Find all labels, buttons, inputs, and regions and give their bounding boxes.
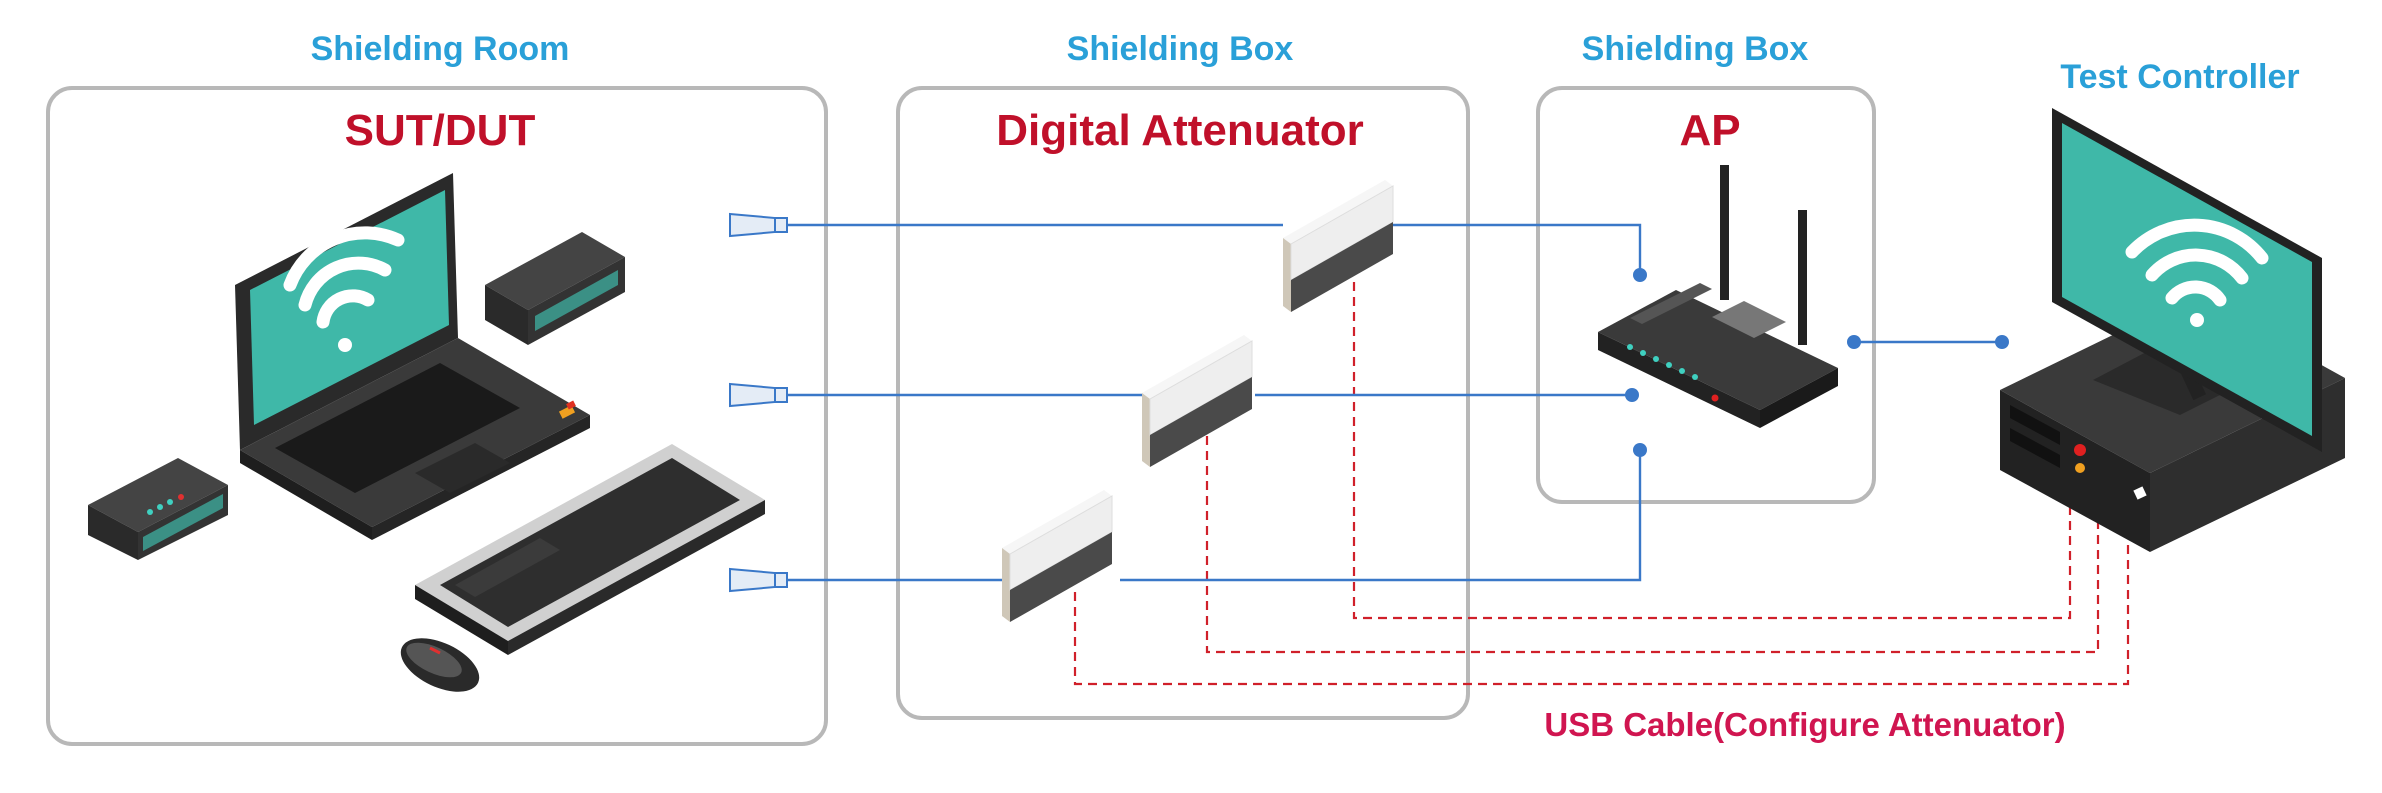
zone-title-shielding-box-1: Shielding Box xyxy=(1066,30,1294,68)
desktop-monitor-icon xyxy=(2000,108,2345,552)
port-dot xyxy=(1633,268,1647,282)
antenna-icon xyxy=(729,382,788,408)
zone-title-shielding-room: Shielding Room xyxy=(310,30,570,68)
shielding-box-attenuator-box xyxy=(896,86,1470,720)
port-dot xyxy=(1625,388,1639,402)
wifi-icon xyxy=(2125,218,2269,327)
usb-cable-3 xyxy=(1073,500,2130,686)
mouse-icon xyxy=(400,638,480,692)
attenuator-icon xyxy=(1002,490,1113,622)
rf-cable-1b xyxy=(1393,223,1642,274)
device-title-digital-attenuator: Digital Attenuator xyxy=(996,106,1364,155)
port-dot xyxy=(1995,335,2009,349)
device-title-sut-dut: SUT/DUT xyxy=(344,106,536,155)
rf-cable-3b xyxy=(1120,450,1642,582)
shielding-room-box xyxy=(46,86,828,746)
port-dot xyxy=(1633,443,1647,457)
usb-cable-1 xyxy=(1352,282,2072,620)
speaker-icon xyxy=(485,232,625,345)
usb-cables xyxy=(1073,282,2130,686)
antenna-icon xyxy=(729,567,788,593)
antenna-icon xyxy=(729,212,788,238)
device-title-ap: AP xyxy=(1679,106,1741,155)
cable-endpoints xyxy=(1625,268,2009,457)
attenuator-icon xyxy=(1283,180,1394,312)
shielding-box-ap-box xyxy=(1536,86,1876,504)
wifi-icon xyxy=(283,226,405,352)
usb-cable-caption: USB Cable(Configure Attenuator) xyxy=(1544,706,2066,743)
antennas xyxy=(729,212,788,593)
router-icon xyxy=(1598,165,1838,428)
port-dot xyxy=(1847,335,1861,349)
keyboard-icon xyxy=(415,444,765,655)
zone-title-shielding-box-2: Shielding Box xyxy=(1581,30,1809,68)
speaker-icon xyxy=(88,458,228,560)
attenuator-icon xyxy=(1142,335,1253,467)
usb-cable-2 xyxy=(1205,436,2100,654)
test-controller-title: Test Controller xyxy=(2060,58,2300,96)
rf-cables xyxy=(785,223,2002,582)
laptop-icon xyxy=(235,173,590,540)
